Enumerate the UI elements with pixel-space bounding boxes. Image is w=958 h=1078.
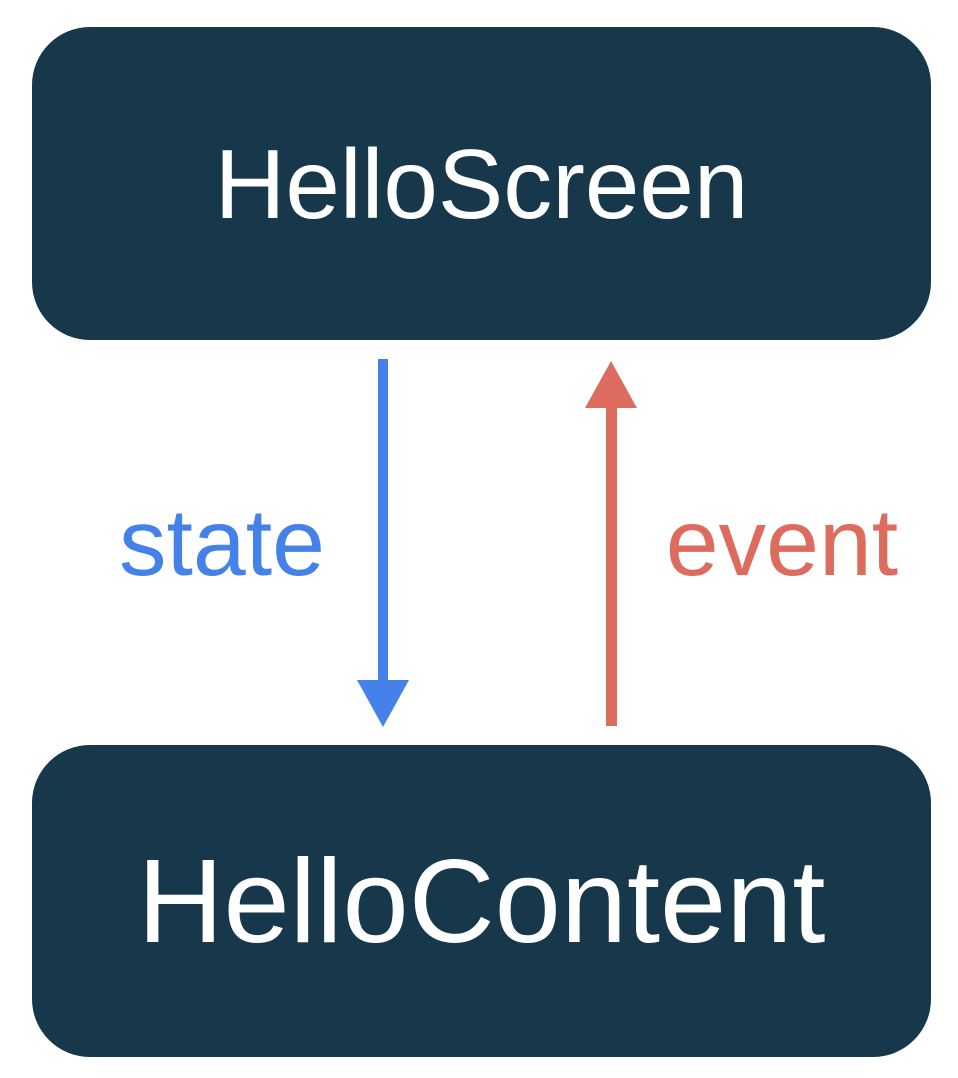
node-hello-content: HelloContent <box>32 745 931 1057</box>
state-arrow-line <box>378 359 388 684</box>
event-arrow-up-icon <box>585 361 637 408</box>
node-hello-screen: HelloScreen <box>32 27 931 340</box>
state-arrow-down-icon <box>357 680 409 727</box>
node-hello-content-label: HelloContent <box>137 834 826 968</box>
event-arrow-line <box>606 404 617 726</box>
state-edge-label: state <box>119 490 325 596</box>
node-hello-screen-label: HelloScreen <box>214 128 749 239</box>
event-edge-label: event <box>665 490 899 596</box>
